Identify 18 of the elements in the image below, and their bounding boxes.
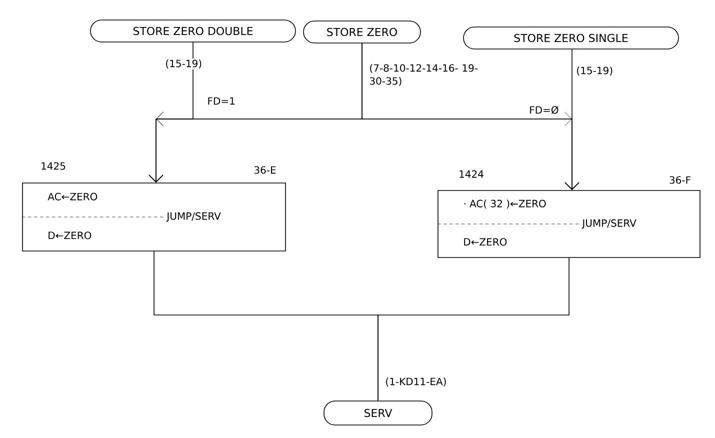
reference-note: (1-KD11-EA) [386,378,446,386]
terminal-box: SERV [324,400,432,426]
connector [564,49,580,190]
terminal-box: STORE ZERO DOUBLE [90,20,296,42]
connector [378,258,570,401]
process-box: AC←ZERO JUMP/SERV D←ZERO [22,182,286,252]
process-box: · AC( 32 )←ZERO JUMP/SERV D←ZERO [437,190,700,258]
block-number: 1425 [42,162,66,170]
block-number: 36-F [670,176,690,184]
edge-label: (15-19) [164,58,204,70]
edge-label: (15-19) [575,66,614,76]
terminal-box: STORE ZERO [303,20,421,44]
block-number: 36-E [254,166,276,174]
block-number: 1424 [460,170,484,178]
terminal-box: STORE ZERO SINGLE [463,26,679,50]
reference-note: (7-8-10-12-14-16- 19-30-35) [370,64,478,86]
edge-label: FD=1 [206,96,236,106]
edge-label: FD=Ø [528,105,560,115]
